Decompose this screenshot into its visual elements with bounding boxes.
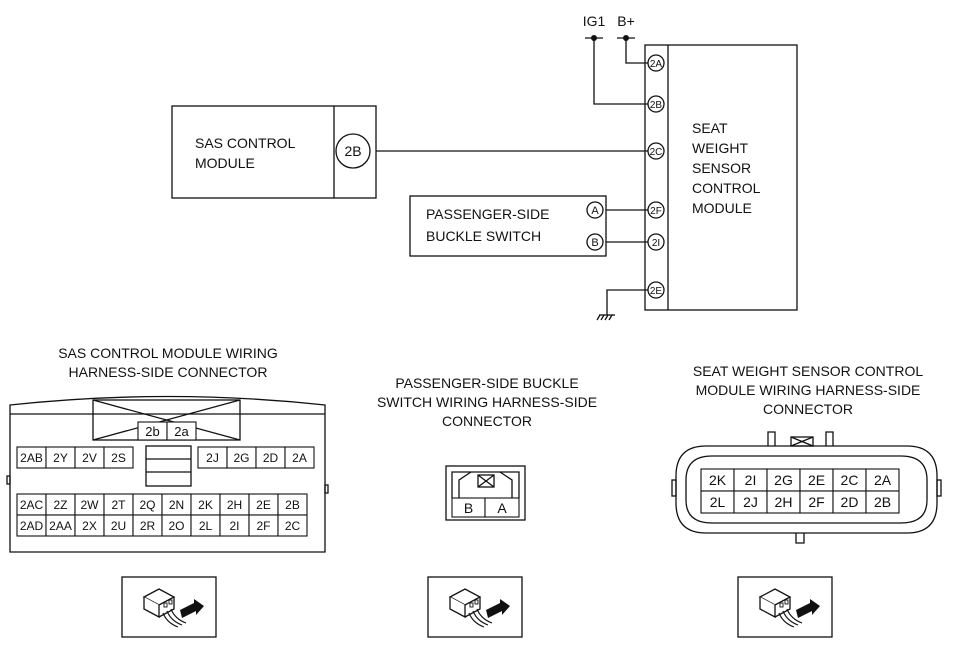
seat-pin-2a: 2A (650, 59, 663, 70)
seat-cell-2c: 2C (841, 472, 859, 488)
ig1-wire (593, 38, 648, 105)
sas-cell-2q: 2Q (139, 498, 155, 512)
ig1-label: IG1 (583, 13, 606, 29)
ground-wire (606, 289, 648, 315)
seat-cell-2d: 2D (841, 494, 859, 510)
sas-cell-2o: 2O (168, 519, 184, 533)
harness-connector-view-icon (121, 576, 217, 638)
bplus-label: B+ (617, 13, 635, 29)
sas-cell-2ad: 2AD (20, 519, 44, 533)
seat-connector-title-2: MODULE WIRING HARNESS-SIDE (696, 382, 921, 398)
sas-cell-2v: 2V (82, 451, 97, 465)
seat-connector: 2K 2I 2G 2E 2C 2A 2L 2J 2H 2F 2D 2B (671, 431, 942, 544)
seat-cell-2h: 2H (775, 494, 793, 510)
seat-pin-2f: 2F (650, 206, 662, 217)
buckle-connector: B A (445, 465, 526, 521)
sas-connector: 2b 2a 2AB 2Y 2V 2S 2J 2G 2D 2A 2AC 2Z 2W… (6, 395, 329, 553)
sas-pin-2a-lower: 2a (174, 424, 189, 439)
passenger-buckle-switch: PASSENGER-SIDE BUCKLE SWITCH A B (409, 195, 607, 257)
sas-cell-2i: 2I (229, 519, 239, 533)
buckle-cell-b: B (464, 500, 473, 516)
sas-connector-title-1: SAS CONTROL MODULE WIRING (58, 345, 278, 361)
seat-module-label-5: MODULE (692, 200, 752, 216)
sas-cell-2k: 2K (198, 498, 213, 512)
sas-cell-2e: 2E (256, 498, 271, 512)
sas-connector-title-2: HARNESS-SIDE CONNECTOR (69, 364, 268, 380)
sas-cell-2w: 2W (81, 498, 100, 512)
sas-cell-2b: 2B (285, 498, 300, 512)
sas-cell-2h: 2H (227, 498, 242, 512)
sas-module-label-1: SAS CONTROL (195, 135, 296, 151)
buckle-switch-label-1: PASSENGER-SIDE (426, 206, 549, 222)
seat-module-label-3: SENSOR (692, 160, 751, 176)
sas-cell-2x: 2X (82, 519, 97, 533)
ground-icon (596, 314, 615, 321)
sas-cell-2d: 2D (263, 451, 279, 465)
sas-cell-2ac: 2AC (20, 498, 44, 512)
seat-module-label-1: SEAT (692, 120, 728, 136)
sas-cell-2aa: 2AA (49, 519, 72, 533)
seat-connector-title-3: CONNECTOR (763, 401, 853, 417)
sas-cell-2s: 2S (111, 451, 126, 465)
sas-pin-2b-lower: 2b (145, 424, 159, 439)
sas-cell-2g: 2G (233, 451, 249, 465)
sas-cell-2n: 2N (169, 498, 184, 512)
buckle-connector-title-1: PASSENGER-SIDE BUCKLE (395, 375, 578, 391)
sas-cell-2ab: 2AB (20, 451, 43, 465)
seat-cell-2i: 2I (745, 472, 757, 488)
sas-cell-2y: 2Y (53, 451, 68, 465)
harness-connector-view-icon (427, 576, 523, 638)
sas-cell-2u: 2U (111, 519, 126, 533)
buckle-connector-title-2: SWITCH WIRING HARNESS-SIDE (377, 394, 597, 410)
buckle-connector-title-3: CONNECTOR (442, 413, 532, 429)
sas-cell-2j: 2J (206, 451, 219, 465)
seat-cell-2l: 2L (710, 494, 726, 510)
seat-cell-2e: 2E (808, 472, 825, 488)
seat-cell-2g: 2G (774, 472, 793, 488)
buckle-pin-b: B (591, 237, 598, 249)
seat-pin-2e: 2E (650, 286, 663, 297)
seat-connector-title-1: SEAT WEIGHT SENSOR CONTROL (693, 363, 923, 379)
sas-cell-2c: 2C (285, 519, 301, 533)
sas-pin-2b: 2B (344, 143, 361, 159)
harness-connector-view-icon (737, 576, 833, 638)
seat-pin-2i: 2I (652, 238, 660, 249)
seat-pin-2b: 2B (650, 100, 663, 111)
sas-cell-2t: 2T (111, 498, 126, 512)
seat-weight-sensor-module: SEAT WEIGHT SENSOR CONTROL MODULE (644, 44, 798, 311)
bplus-wire (625, 38, 648, 64)
sas-cell-2l: 2L (199, 519, 213, 533)
seat-module-label-2: WEIGHT (692, 140, 748, 156)
buckle-pin-a: A (591, 205, 599, 217)
sas-cell-2a: 2A (292, 451, 307, 465)
seat-cell-2a: 2A (874, 472, 892, 488)
sas-control-module: SAS CONTROL MODULE 2B (171, 105, 377, 199)
seat-module-label-4: CONTROL (692, 180, 761, 196)
sas-cell-2z: 2Z (53, 498, 67, 512)
seat-cell-2j: 2J (743, 494, 758, 510)
buckle-cell-a: A (497, 500, 507, 516)
seat-cell-2k: 2K (709, 472, 727, 488)
sas-module-label-2: MODULE (195, 155, 255, 171)
buckle-switch-label-2: BUCKLE SWITCH (426, 228, 541, 244)
seat-cell-2b: 2B (874, 494, 891, 510)
sas-cell-2r: 2R (140, 519, 156, 533)
seat-pin-2c: 2C (650, 147, 663, 158)
sas-cell-2f: 2F (256, 519, 270, 533)
seat-cell-2f: 2F (808, 494, 824, 510)
